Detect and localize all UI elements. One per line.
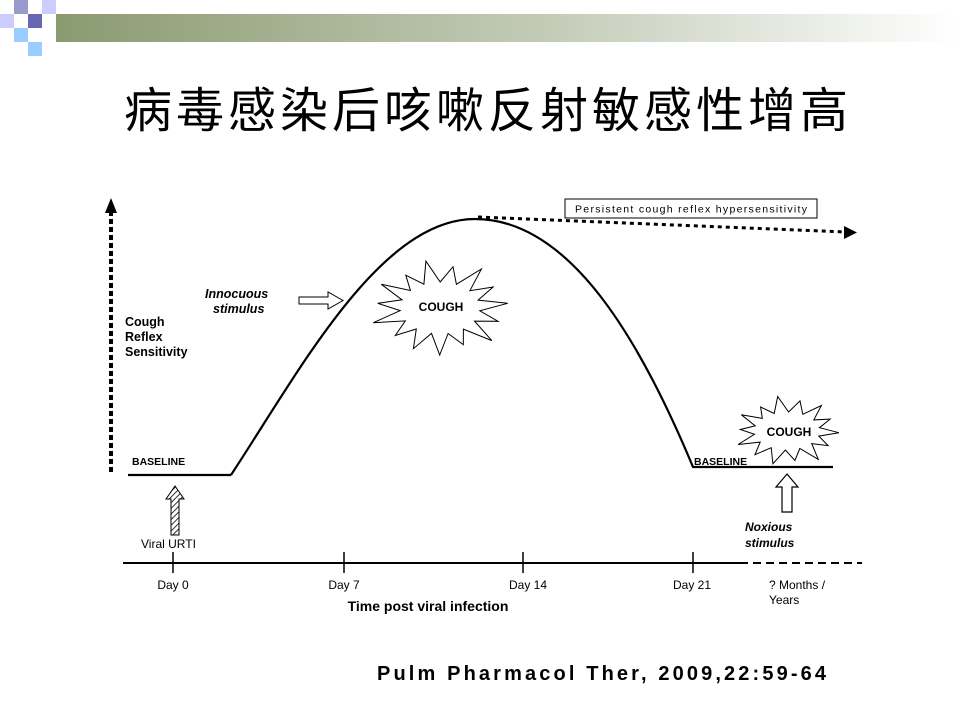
slide-title: 病毒感染后咳嗽反射敏感性增高 bbox=[123, 83, 852, 139]
cough-starburst-icon bbox=[373, 259, 508, 357]
citation: Pulm Pharmacol Ther, 2009,22:59-64 bbox=[377, 663, 827, 685]
decor-square bbox=[42, 0, 56, 14]
baseline-right-label: BASELINE bbox=[694, 456, 747, 468]
innocuous-arrow-icon bbox=[298, 291, 345, 310]
x-open-end-label: ? Months / bbox=[769, 578, 826, 592]
sensitivity-curve bbox=[230, 217, 833, 476]
y-axis-label-line: Cough bbox=[125, 315, 165, 329]
x-tick-label: Day 7 bbox=[328, 578, 360, 592]
decor-square bbox=[28, 42, 42, 56]
persistent-dotted-line bbox=[477, 215, 847, 234]
x-open-end-label: Years bbox=[769, 593, 799, 607]
persistent-arrowhead bbox=[844, 226, 857, 239]
cough-starburst-icon bbox=[737, 395, 840, 465]
decor-square bbox=[0, 14, 14, 28]
y-axis-arrowhead bbox=[105, 198, 117, 213]
persistent-label: Persistent cough reflex hypersensitivity bbox=[575, 204, 808, 216]
cough-peak-label: COUGH bbox=[419, 300, 464, 314]
innocuous-label-line: stimulus bbox=[213, 302, 264, 316]
decor-square bbox=[14, 0, 28, 14]
x-tick-label: Day 0 bbox=[157, 578, 189, 592]
x-tick-label: Day 21 bbox=[673, 578, 711, 592]
y-axis-label-line: Sensitivity bbox=[125, 345, 188, 359]
baseline-left-label: BASELINE bbox=[132, 456, 185, 468]
innocuous-label-line: Innocuous bbox=[205, 287, 268, 301]
noxious-label-line: stimulus bbox=[745, 536, 795, 550]
noxious-arrow-icon bbox=[774, 473, 800, 513]
x-tick-label: Day 14 bbox=[509, 578, 547, 592]
header-gradient-bar bbox=[56, 14, 960, 42]
noxious-label-line: Noxious bbox=[745, 520, 793, 534]
persistent-label-box bbox=[564, 198, 818, 219]
y-axis-label-line: Reflex bbox=[125, 330, 163, 344]
decor-square bbox=[28, 14, 42, 28]
cough-noxious-label: COUGH bbox=[767, 425, 812, 439]
x-axis-label: Time post viral infection bbox=[348, 598, 509, 614]
viral-label: Viral URTI bbox=[141, 537, 196, 551]
decor-square bbox=[14, 28, 28, 42]
viral-hatched-arrow-icon bbox=[165, 485, 185, 536]
